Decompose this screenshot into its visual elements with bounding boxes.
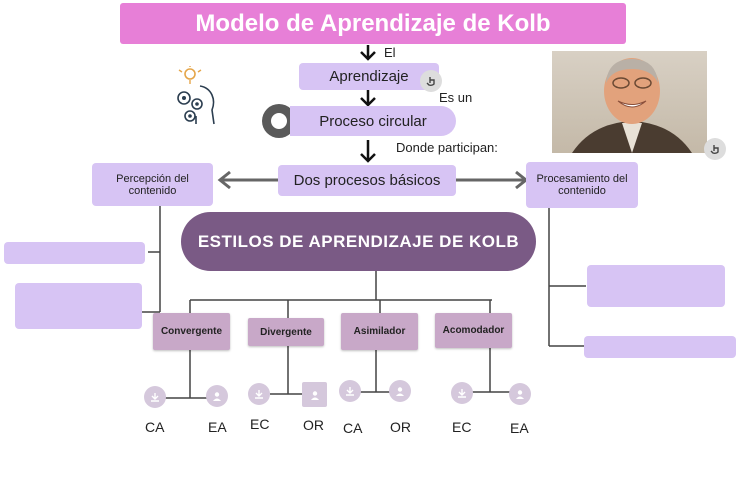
node-aprendizaje: Aprendizaje (299, 63, 439, 90)
style-divergente: Divergente (248, 318, 324, 346)
download-icon (451, 382, 473, 404)
node-percepcion: Percepción del contenido (92, 163, 213, 206)
node-estilos: ESTILOS DE APRENDIZAJE DE KOLB (181, 212, 536, 271)
user-icon (302, 382, 327, 407)
node-procesamiento: Procesamiento del contenido (526, 162, 638, 208)
page-title: Modelo de Aprendizaje de Kolb (120, 3, 626, 44)
connector-donde: Donde participan: (396, 140, 498, 155)
empty-box-left-2 (15, 283, 142, 329)
abbr-label: OR (303, 417, 324, 433)
user-icon (509, 383, 531, 405)
connector-es-un: Es un (439, 90, 473, 105)
style-acomodador: Acomodador (435, 313, 512, 348)
style-asimilador: Asimilador (341, 313, 418, 350)
tap-icon-photo[interactable] (704, 138, 726, 160)
empty-box-right-2 (584, 336, 736, 358)
head-gears-icon (170, 64, 220, 136)
abbr-label: EC (452, 419, 472, 435)
abbr-label: EA (208, 419, 227, 435)
portrait-photo (552, 51, 707, 153)
user-icon (206, 385, 228, 407)
node-dos-procesos: Dos procesos básicos (278, 165, 456, 196)
abbr-label: CA (145, 419, 165, 435)
abbr-label: EA (510, 420, 529, 436)
user-icon (389, 380, 411, 402)
abbr-label: EC (250, 416, 270, 432)
download-icon (144, 386, 166, 408)
connector-el: El (384, 45, 396, 60)
abbr-label: OR (390, 419, 411, 435)
empty-box-left-1 (4, 242, 145, 264)
empty-box-right-1 (587, 265, 725, 307)
node-proceso-circular: Proceso circular (290, 106, 456, 136)
tap-icon[interactable] (420, 70, 442, 92)
download-icon (339, 380, 361, 402)
abbr-label: CA (343, 420, 363, 436)
style-convergente: Convergente (153, 313, 230, 350)
download-icon (248, 383, 270, 405)
